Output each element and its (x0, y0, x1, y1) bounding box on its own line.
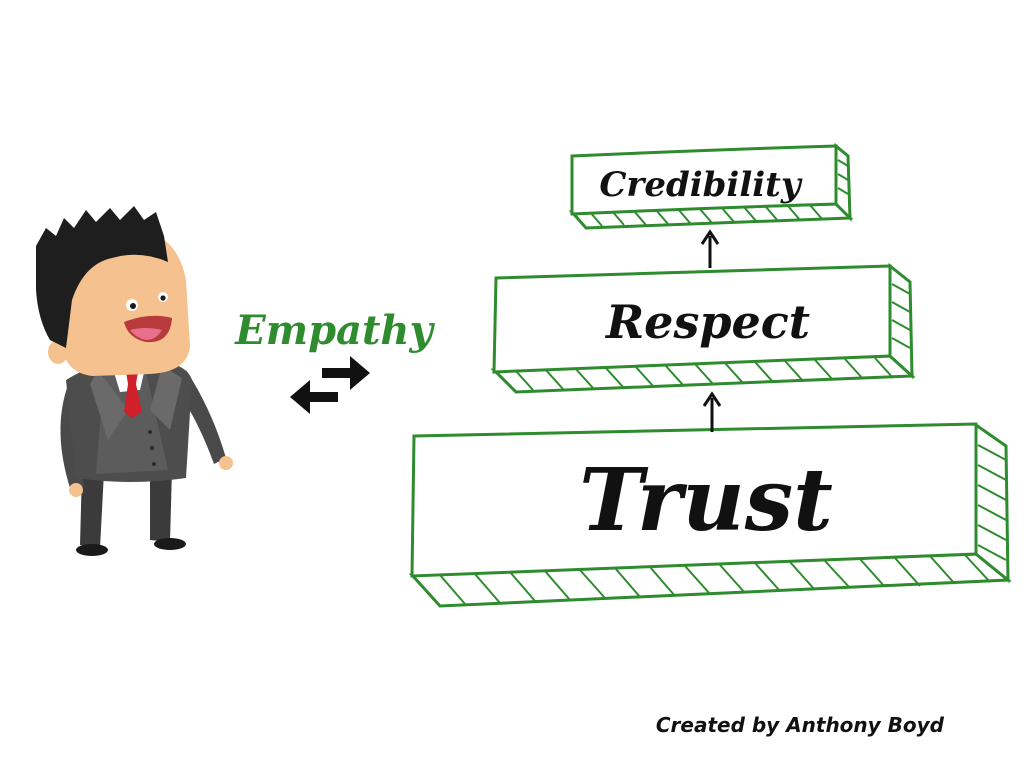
empathy-label: Empathy (234, 307, 435, 354)
trust-box: Trust (408, 422, 1013, 608)
exchange-arrows-icon (290, 356, 370, 414)
trust-label: Trust (579, 450, 833, 551)
respect-label: Respect (604, 295, 810, 349)
respect-box: Respect (490, 262, 916, 394)
author-credit: Created by Anthony Boyd (656, 713, 945, 737)
respect-hatching (514, 283, 911, 391)
arrow-up-icon (702, 391, 722, 432)
businessman-cartoon-icon (36, 206, 233, 556)
credibility-box: Credibility (568, 142, 854, 230)
credibility-hatching (589, 159, 849, 227)
arrow-up-icon (700, 229, 720, 268)
credibility-label: Credibility (599, 165, 803, 205)
trust-hatching (439, 444, 1007, 605)
